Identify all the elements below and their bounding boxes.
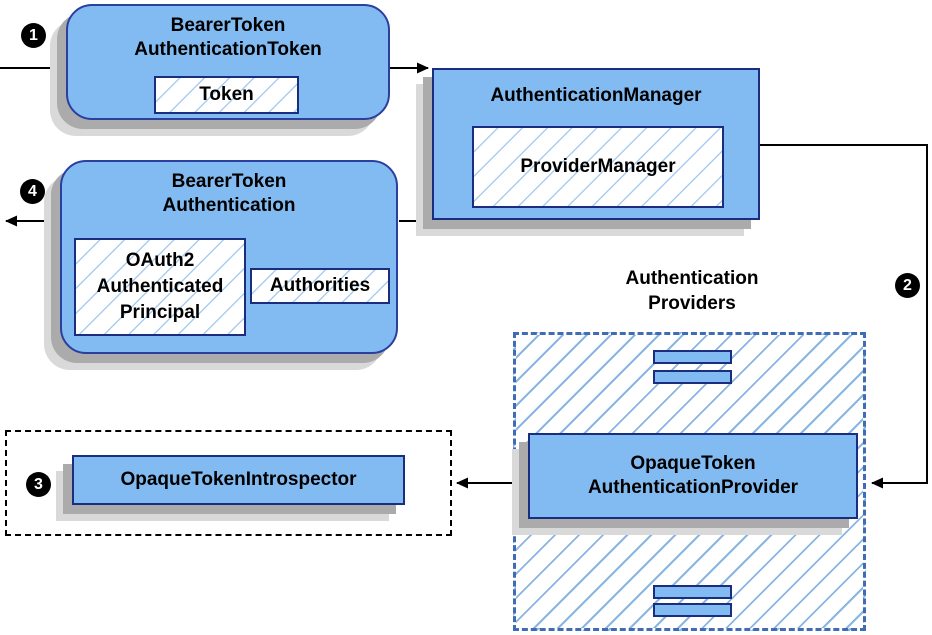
authorities-label: Authorities (269, 275, 371, 296)
principal-line: OAuth2 (125, 250, 195, 271)
step-3-badge: 3 (26, 472, 51, 497)
authorities-inner-box: Authorities (250, 268, 390, 304)
provider-stack-bar (653, 603, 732, 617)
step-2-number: 2 (903, 276, 912, 294)
title-line: AuthenticationManager (490, 85, 702, 106)
opaque-token-introspector-label: OpaqueTokenIntrospector (120, 469, 357, 490)
token-label: Token (199, 84, 254, 105)
title-line: AuthenticationToken (134, 39, 322, 60)
authentication-manager-title: AuthenticationManager (434, 70, 758, 108)
bearer-token-authentication-title: BearerToken Authentication (62, 162, 396, 218)
opaque-token-introspector-box: OpaqueTokenIntrospector (72, 455, 405, 505)
principal-line: Authenticated (96, 276, 224, 297)
provider-manager-inner-box: ProviderManager (472, 126, 724, 208)
authentication-manager-box: AuthenticationManager ProviderManager (432, 68, 760, 220)
token-inner-box: Token (154, 76, 299, 114)
bearer-token-authentication-token-box: BearerToken AuthenticationToken Token (66, 4, 390, 120)
step-1-badge: 1 (21, 23, 46, 48)
provider-stack-bar (653, 585, 732, 599)
bearer-token-authentication-token-title: BearerToken AuthenticationToken (68, 6, 388, 62)
heading-line: Authentication (625, 268, 759, 289)
title-line: AuthenticationProvider (587, 477, 799, 498)
step-4-badge: 4 (20, 179, 45, 204)
heading-line: Providers (648, 293, 736, 314)
step-4-number: 4 (28, 182, 37, 200)
introspector-dashed-container (5, 430, 452, 536)
provider-manager-label: ProviderManager (520, 156, 676, 177)
authentication-providers-heading: Authentication Providers (542, 266, 842, 316)
provider-stack-bar (653, 370, 732, 384)
step-2-badge: 2 (895, 273, 920, 298)
title-line: OpaqueToken (630, 453, 756, 474)
bearer-token-authentication-box: BearerToken Authentication OAuth2 Authen… (60, 160, 398, 354)
title-line: Authentication (162, 195, 296, 216)
opaque-token-authentication-provider-box: OpaqueToken AuthenticationProvider (528, 433, 858, 519)
principal-line: Principal (119, 302, 201, 323)
provider-stack-bar (653, 350, 732, 364)
title-line: BearerToken (171, 171, 287, 192)
step-3-number: 3 (34, 475, 43, 493)
step-1-number: 1 (29, 26, 38, 44)
title-line: BearerToken (170, 15, 286, 36)
oauth2-authenticated-principal-inner-box: OAuth2 Authenticated Principal (74, 238, 246, 336)
